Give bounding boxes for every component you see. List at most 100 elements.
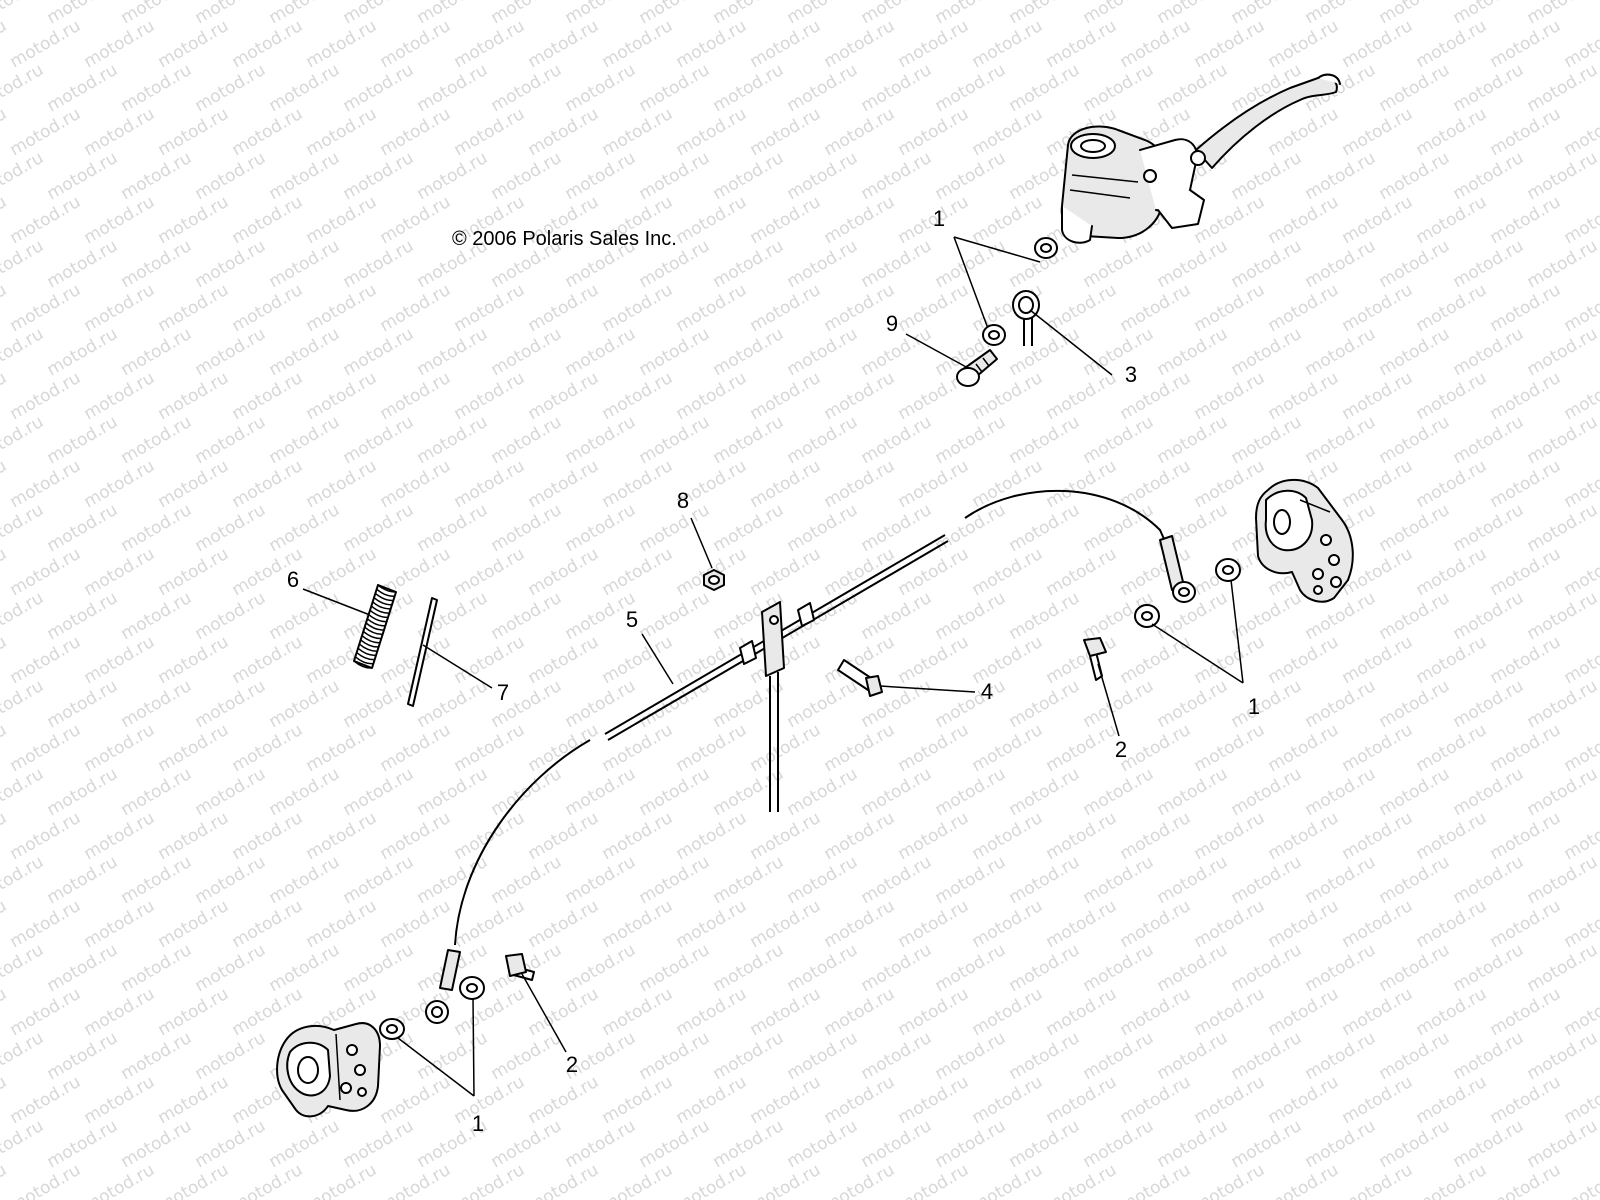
watermark-text: motod.ru	[599, 984, 677, 1040]
callout-6: 6	[287, 567, 299, 592]
callout-1-right: 1	[1248, 694, 1260, 719]
watermark-text: motod.ru	[1376, 0, 1454, 28]
watermark-text: motod.ru	[118, 148, 196, 204]
watermark-text: motod.ru	[0, 808, 10, 864]
callout-3: 3	[1125, 362, 1137, 387]
watermark-text: motod.ru	[1487, 896, 1565, 952]
watermark-text: motod.ru	[525, 632, 603, 688]
pin	[407, 597, 438, 707]
watermark-text: motod.ru	[1524, 412, 1600, 468]
watermark-text: motod.ru	[0, 940, 47, 996]
watermark-text: motod.ru	[1561, 104, 1600, 160]
watermark-text: motod.ru	[784, 1116, 862, 1172]
watermark-text: motod.ru	[192, 148, 270, 204]
watermark-text: motod.ru	[969, 104, 1047, 160]
watermark-text: motod.ru	[1376, 676, 1454, 732]
callout-1-bottom: 1	[472, 1111, 484, 1136]
watermark-text: motod.ru	[525, 1072, 603, 1128]
watermark-text: motod.ru	[599, 280, 677, 336]
watermark-text: motod.ru	[155, 192, 233, 248]
watermark-text: motod.ru	[7, 544, 85, 600]
watermark-text: motod.ru	[525, 896, 603, 952]
watermark-text: motod.ru	[118, 0, 196, 28]
watermark-text: motod.ru	[1265, 1072, 1343, 1128]
watermark-text: motod.ru	[0, 456, 10, 512]
watermark-text: motod.ru	[81, 544, 159, 600]
watermark-text: motod.ru	[266, 0, 344, 28]
watermark-text: motod.ru	[1265, 808, 1343, 864]
watermark-text: motod.ru	[44, 764, 122, 820]
watermark-text: motod.ru	[932, 588, 1010, 644]
watermark-text: motod.ru	[1524, 500, 1600, 556]
leader-line	[690, 517, 713, 569]
watermark-text: motod.ru	[1339, 368, 1417, 424]
watermark-text: motod.ru	[414, 324, 492, 380]
watermark-text: motod.ru	[858, 1116, 936, 1172]
watermark-text: motod.ru	[1080, 1028, 1158, 1084]
watermark-text: motod.ru	[266, 148, 344, 204]
watermark-text: motod.ru	[525, 104, 603, 160]
watermark-text: motod.ru	[1487, 720, 1565, 776]
watermark-text: motod.ru	[969, 808, 1047, 864]
watermark-text: motod.ru	[1487, 1160, 1565, 1200]
watermark-text: motod.ru	[821, 104, 899, 160]
watermark-text: motod.ru	[525, 544, 603, 600]
watermark-text: motod.ru	[0, 852, 47, 908]
watermark-text: motod.ru	[1524, 0, 1600, 28]
watermark-text: motod.ru	[1376, 588, 1454, 644]
watermark-text: motod.ru	[1487, 280, 1565, 336]
bolt	[837, 659, 883, 697]
watermark-text: motod.ru	[969, 456, 1047, 512]
watermark-text: motod.ru	[1006, 1028, 1084, 1084]
watermark-text: motod.ru	[303, 720, 381, 776]
watermark-text: motod.ru	[1302, 1028, 1380, 1084]
watermark-text: motod.ru	[1117, 808, 1195, 864]
watermark-text: motod.ru	[7, 280, 85, 336]
watermark-text: motod.ru	[7, 632, 85, 688]
watermark-text: motod.ru	[821, 808, 899, 864]
watermark-text: motod.ru	[451, 720, 529, 776]
spring-coil	[358, 643, 378, 652]
watermark-text: motod.ru	[340, 500, 418, 556]
watermark-text: motod.ru	[1376, 236, 1454, 292]
watermark-text: motod.ru	[525, 16, 603, 72]
watermark-text: motod.ru	[969, 368, 1047, 424]
watermark-text: motod.ru	[1561, 984, 1600, 1040]
watermark-text: motod.ru	[155, 104, 233, 160]
watermark-text: motod.ru	[1154, 1116, 1232, 1172]
watermark-text: motod.ru	[1413, 456, 1491, 512]
watermark-text: motod.ru	[1043, 280, 1121, 336]
watermark-text: motod.ru	[377, 1072, 455, 1128]
watermark-text: motod.ru	[229, 720, 307, 776]
watermark-text: motod.ru	[599, 456, 677, 512]
watermark-text: motod.ru	[44, 412, 122, 468]
watermark-text: motod.ru	[1302, 148, 1380, 204]
watermark-text: motod.ru	[0, 720, 10, 776]
watermark-text: motod.ru	[747, 192, 825, 248]
watermark-text: motod.ru	[1561, 456, 1600, 512]
watermark-text: motod.ru	[340, 852, 418, 908]
watermark-text: motod.ru	[0, 0, 47, 28]
watermark-text: motod.ru	[1487, 192, 1565, 248]
watermark-text: motod.ru	[1191, 632, 1269, 688]
watermark-text: motod.ru	[1006, 60, 1084, 116]
watermark-text: motod.ru	[118, 764, 196, 820]
watermark-text: motod.ru	[1413, 1160, 1491, 1200]
watermark-text: motod.ru	[377, 192, 455, 248]
watermark-text: motod.ru	[1080, 236, 1158, 292]
watermark-text: motod.ru	[599, 1072, 677, 1128]
spring-coil	[364, 626, 383, 635]
watermark-text: motod.ru	[266, 60, 344, 116]
watermark-text: motod.ru	[1228, 0, 1306, 28]
watermark-text: motod.ru	[1413, 896, 1491, 952]
watermark-text: motod.ru	[1043, 984, 1121, 1040]
watermark-text: motod.ru	[1524, 852, 1600, 908]
watermark-text: motod.ru	[784, 940, 862, 996]
watermark-text: motod.ru	[44, 500, 122, 556]
watermark-text: motod.ru	[1413, 104, 1491, 160]
watermark-text: motod.ru	[1487, 1072, 1565, 1128]
watermark-text: motod.ru	[451, 368, 529, 424]
watermark-text: motod.ru	[1561, 896, 1600, 952]
watermark-text: motod.ru	[1043, 632, 1121, 688]
